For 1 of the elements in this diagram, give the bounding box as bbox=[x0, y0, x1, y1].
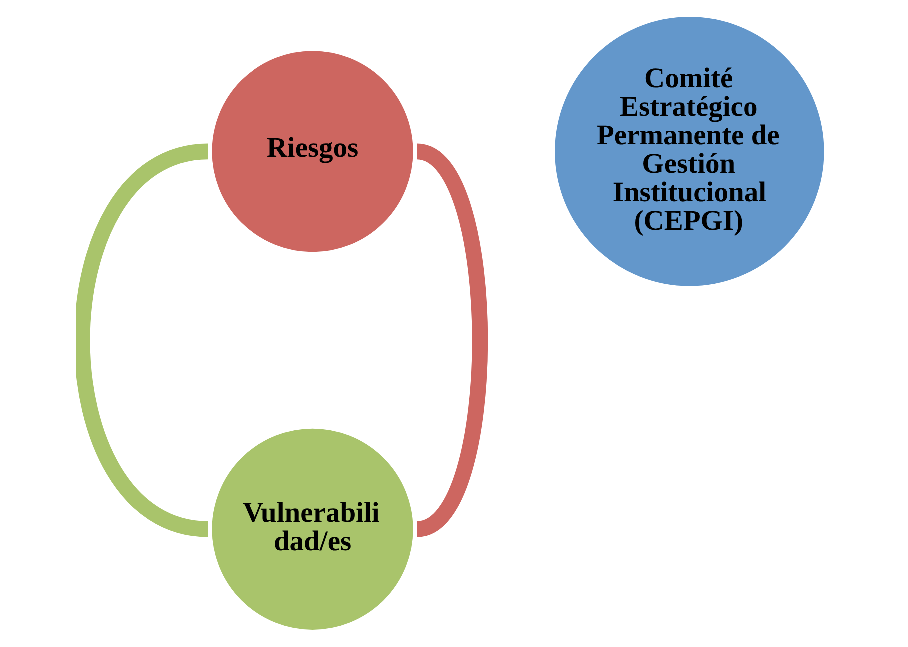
connector bbox=[76, 144, 210, 538]
